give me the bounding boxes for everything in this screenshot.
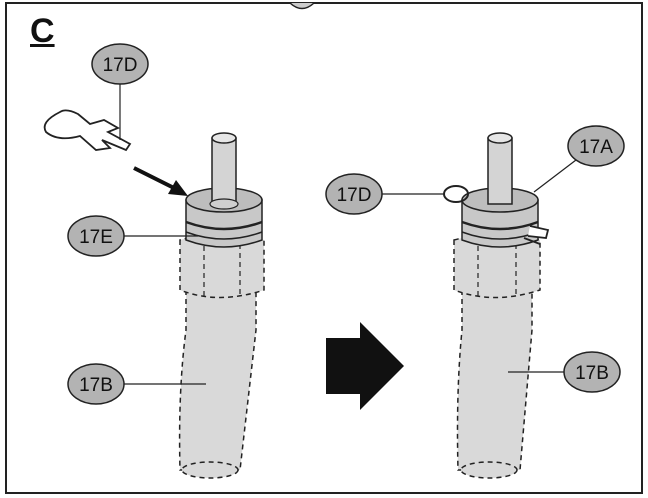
right-fitting-collar bbox=[461, 199, 539, 248]
insertion-arrow-shaft bbox=[133, 166, 179, 192]
right-clip-ring bbox=[443, 185, 469, 203]
callout-17a-leader bbox=[533, 159, 577, 193]
left-rod bbox=[211, 137, 237, 205]
right-clip-legs bbox=[523, 225, 550, 245]
callout-17e: 17E bbox=[67, 215, 198, 257]
left-fitting-groove-2 bbox=[185, 231, 263, 240]
insertion-arrow-head bbox=[168, 180, 188, 196]
left-hose-end bbox=[181, 461, 239, 479]
callout-17d-right-label: 17D bbox=[337, 185, 372, 206]
left-rod-top bbox=[211, 132, 237, 144]
callout-17d-right: 17D bbox=[325, 173, 444, 215]
left-hose bbox=[178, 289, 257, 471]
left-hex-nut bbox=[179, 233, 265, 299]
left-assembly bbox=[43, 109, 265, 479]
right-fitting-groove bbox=[461, 220, 539, 231]
panel-letter: C bbox=[30, 12, 55, 50]
callout-17b-right-label: 17B bbox=[575, 363, 609, 384]
right-hose bbox=[456, 289, 533, 471]
callout-17b-right: 17B bbox=[508, 351, 621, 393]
callout-17d-top: 17D bbox=[91, 43, 149, 140]
left-retaining-clip bbox=[43, 109, 132, 152]
callout-17a-label: 17A bbox=[579, 137, 613, 158]
callout-17b-left: 17B bbox=[67, 363, 206, 405]
left-rod-base bbox=[209, 198, 239, 210]
callout-17d-top-label: 17D bbox=[103, 55, 138, 76]
panel-frame bbox=[5, 2, 643, 494]
callout-17b-left-label: 17B bbox=[79, 375, 113, 396]
right-assembly bbox=[443, 132, 550, 479]
callout-17e-label: 17E bbox=[79, 227, 113, 248]
callout-17a: 17A bbox=[533, 125, 625, 193]
right-rod-top bbox=[487, 132, 513, 144]
transition-arrow bbox=[326, 322, 404, 410]
left-fitting-groove bbox=[185, 220, 263, 231]
right-hose-end bbox=[460, 461, 518, 479]
left-fitting-collar bbox=[185, 199, 263, 248]
frame-notch bbox=[289, 2, 315, 10]
right-rod bbox=[487, 137, 513, 205]
